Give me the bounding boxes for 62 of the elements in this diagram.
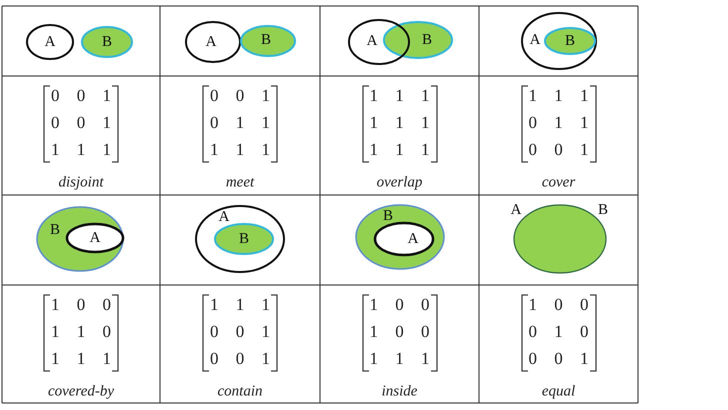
ellipse-region xyxy=(374,222,434,256)
matrix-row: 1 1 1 xyxy=(210,140,270,160)
region-letter: B xyxy=(261,32,271,48)
region-letter: B xyxy=(50,222,60,238)
matrix-row: 1 0 0 xyxy=(528,295,588,315)
relation-name: equal xyxy=(542,384,576,400)
ellipse-region xyxy=(26,24,74,60)
ellipse-region xyxy=(66,223,124,254)
matrix-row: 1 1 1 xyxy=(370,113,430,133)
matrix-row: 1 1 1 xyxy=(51,140,111,160)
matrix-row: 0 1 0 xyxy=(528,322,588,342)
region-letter: B xyxy=(422,32,432,48)
region-letter: A xyxy=(90,230,100,246)
matrix-row: 1 1 1 xyxy=(210,295,270,315)
ellipse-region xyxy=(36,206,124,272)
relation-name: cover xyxy=(542,174,576,192)
relation-name: disjoint xyxy=(58,174,104,192)
matrix-row: 0 0 1 xyxy=(51,113,111,133)
region-letter: A xyxy=(218,209,230,225)
matrix-row: 0 0 1 xyxy=(51,86,111,106)
ellipse-region xyxy=(240,25,296,57)
ellipse-region xyxy=(383,21,453,59)
ellipse-region xyxy=(195,205,285,273)
region-letter: A xyxy=(510,202,522,218)
matrix-row: 1 1 1 xyxy=(370,140,430,160)
matrix-row: 0 1 1 xyxy=(528,113,588,133)
ellipse-region xyxy=(544,27,596,55)
matrix-row: 0 0 1 xyxy=(528,349,588,369)
region-letter: B xyxy=(239,231,249,247)
matrix-row: 1 0 0 xyxy=(370,295,430,315)
ellipse-region xyxy=(185,21,241,63)
ellipse-region xyxy=(521,12,597,70)
matrix-row: 0 0 1 xyxy=(528,140,588,160)
matrix-row: 1 1 1 xyxy=(528,86,588,106)
ellipse-region xyxy=(81,26,133,58)
matrix-row: 1 1 1 xyxy=(370,86,430,106)
region-letter: A xyxy=(206,34,216,50)
region-letter: B xyxy=(598,202,608,218)
relation-name: covered-by xyxy=(48,384,114,400)
region-letter: A xyxy=(44,34,56,50)
region-letter: B xyxy=(383,208,393,224)
matrix-row: 0 0 1 xyxy=(210,86,270,106)
matrix-row: 1 1 1 xyxy=(51,349,111,369)
ellipse-region xyxy=(214,223,274,255)
region-letter: B xyxy=(102,34,112,50)
matrix-row: 1 0 0 xyxy=(51,295,111,315)
matrix-row: 1 0 0 xyxy=(370,322,430,342)
region-letter: A xyxy=(408,231,418,247)
relation-name: contain xyxy=(218,384,262,400)
region-letter: A xyxy=(366,33,378,49)
relation-name: overlap xyxy=(376,174,422,192)
relation-name: inside xyxy=(382,384,418,400)
region-letter: B xyxy=(565,33,575,49)
relation-name: meet xyxy=(226,174,254,192)
matrix-row: 1 1 1 xyxy=(370,349,430,369)
matrix-row: 0 0 1 xyxy=(210,349,270,369)
ellipse-region xyxy=(355,204,446,270)
region-letter: A xyxy=(530,32,540,48)
ellipse-region xyxy=(348,19,410,65)
matrix-row: 1 1 0 xyxy=(51,322,111,342)
matrix-row: 0 0 1 xyxy=(210,322,270,342)
matrix-row: 0 1 1 xyxy=(210,113,270,133)
